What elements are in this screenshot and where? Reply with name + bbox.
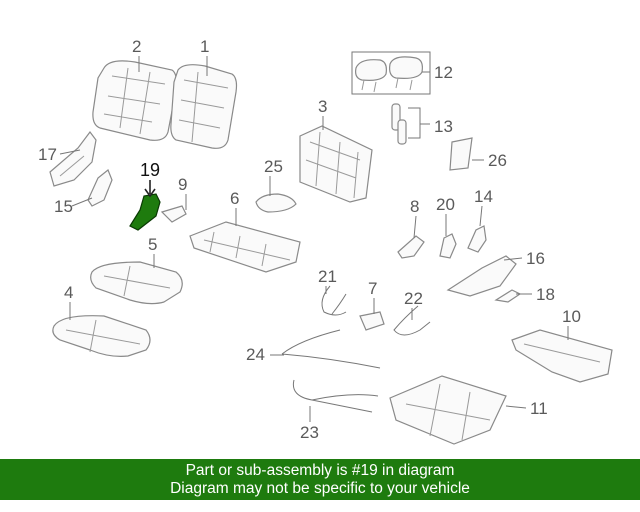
callout-20: 20: [436, 195, 455, 214]
callout-1: 1: [200, 37, 209, 56]
part-14-bracket[interactable]: [467, 225, 487, 253]
part-7-latch[interactable]: [359, 311, 385, 331]
callout-25: 25: [264, 157, 283, 176]
callout-24: 24: [246, 345, 265, 364]
part-16-side-shield[interactable]: [446, 255, 517, 297]
callout-15: 15: [54, 197, 73, 216]
part-19-highlighted[interactable]: [129, 193, 161, 231]
banner-line-1: Part or sub-assembly is #19 in diagram: [185, 461, 455, 479]
callout-5: 5: [148, 235, 157, 254]
callout-8: 8: [410, 197, 419, 216]
callout-26: 26: [488, 151, 507, 170]
callout-7: 7: [368, 279, 377, 298]
callout-14: 14: [474, 187, 493, 206]
part-2-seat-back-left[interactable]: [92, 60, 178, 141]
callout-16: 16: [526, 249, 545, 268]
callout-11: 11: [530, 399, 548, 418]
part-25-latch[interactable]: [255, 193, 297, 213]
banner-line-2: Diagram may not be specific to your vehi…: [170, 479, 470, 497]
callout-18: 18: [536, 285, 555, 304]
part-1-seat-back-right[interactable]: [170, 64, 238, 149]
callout-9: 9: [178, 175, 187, 194]
callout-2: 2: [132, 37, 141, 56]
callout-12: 12: [434, 63, 453, 82]
callout-23: 23: [300, 423, 319, 442]
part-4-cushion-pad[interactable]: [52, 315, 151, 357]
part-3-seat-back-frame[interactable]: [299, 125, 373, 203]
callout-17: 17: [38, 145, 57, 164]
part-10-track[interactable]: [511, 329, 613, 383]
part-17-trim[interactable]: [49, 131, 97, 187]
part-8-trim[interactable]: [397, 235, 425, 259]
leader-lines: [59, 56, 569, 422]
callout-10: 10: [562, 307, 581, 326]
part-23-rod[interactable]: [292, 379, 379, 413]
part-13-headrest-guides[interactable]: [391, 103, 407, 145]
info-banner: Part or sub-assembly is #19 in diagram D…: [0, 459, 640, 500]
part-22-cable[interactable]: [393, 305, 431, 336]
parts-diagram: 2 1 3 12 13 26 17 15 19 9 25 6 5 4 8 20 …: [38, 37, 613, 445]
callout-22: 22: [404, 289, 423, 308]
part-6-seat-frame[interactable]: [189, 221, 301, 273]
callout-3: 3: [318, 97, 327, 116]
part-20-trim[interactable]: [439, 233, 457, 259]
part-5-seat-cushion[interactable]: [90, 261, 183, 305]
callout-4: 4: [64, 283, 73, 302]
part-15-bracket[interactable]: [87, 169, 113, 207]
callout-6: 6: [230, 189, 239, 208]
part-26-cover[interactable]: [449, 137, 473, 171]
callout-19: 19: [140, 160, 160, 180]
callout-13: 13: [434, 117, 453, 136]
part-11-base-frame[interactable]: [389, 375, 507, 445]
part-9-clip[interactable]: [160, 205, 187, 223]
part-18-cover[interactable]: [494, 289, 522, 303]
part-24-rod[interactable]: [281, 329, 381, 369]
callout-21: 21: [318, 267, 337, 286]
part-21-cable[interactable]: [321, 285, 347, 316]
part-12-headrests[interactable]: [351, 51, 431, 95]
